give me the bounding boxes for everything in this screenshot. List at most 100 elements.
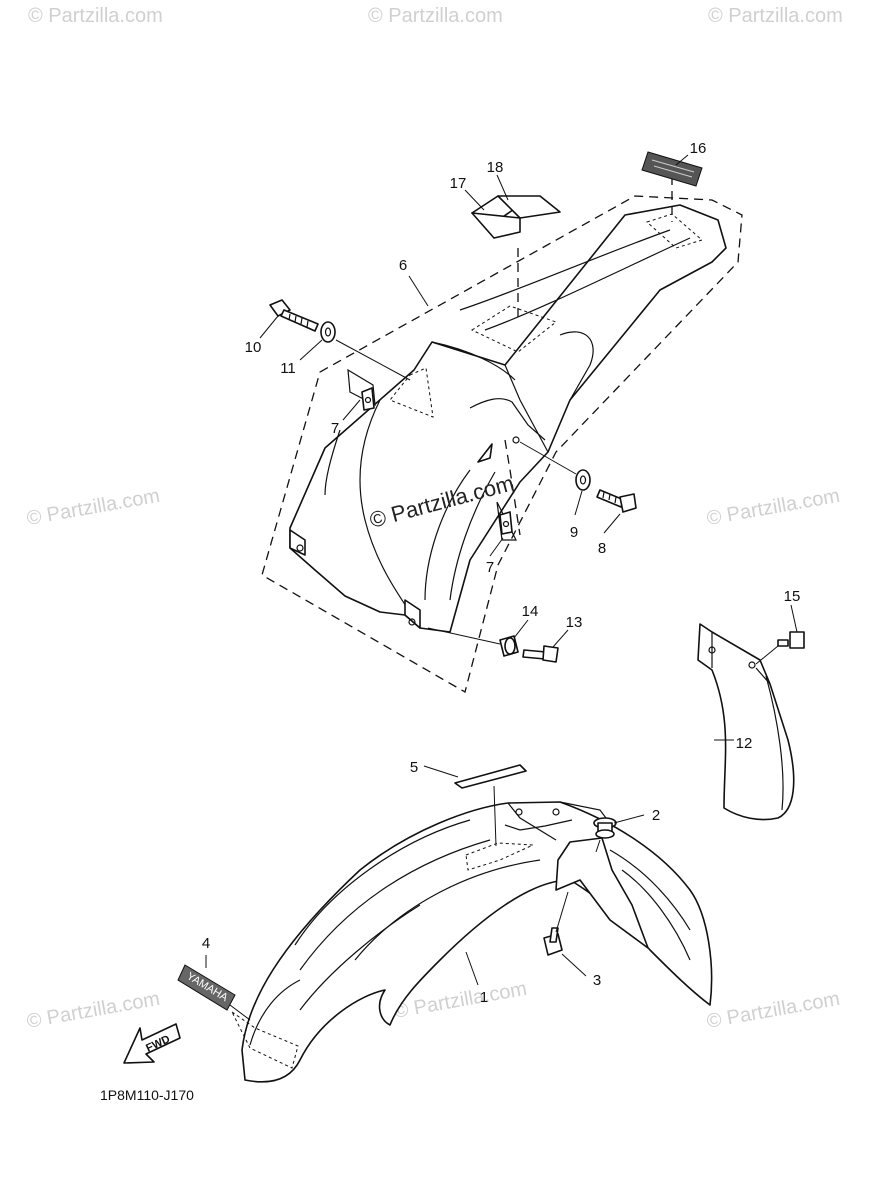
- mount-hole: [515, 808, 523, 816]
- callout-leader: [496, 174, 509, 201]
- screw-15: [777, 631, 805, 649]
- leader-line: [229, 1004, 251, 1021]
- callout-leader: [489, 537, 504, 557]
- rear-fender-assembly-outline: [261, 195, 743, 693]
- fender-contour: [621, 869, 691, 961]
- callout-15: 15: [784, 588, 801, 605]
- fender-contour: [469, 398, 546, 441]
- mount-hole: [408, 618, 416, 626]
- watermark: © Partzilla.com: [368, 5, 503, 27]
- fwd-arrow: FWD: [123, 1023, 181, 1064]
- clip-nut-7-lower: [496, 501, 517, 541]
- callout-2: 2: [652, 807, 660, 824]
- rear-fender: [289, 204, 727, 633]
- fender-contour: [504, 364, 549, 453]
- front-fender-bracket: [555, 837, 649, 949]
- fender-contour: [299, 904, 421, 1011]
- fender-vent: [477, 443, 493, 463]
- callout-4: 4: [202, 935, 210, 952]
- leader-line: [493, 785, 497, 847]
- watermark: © Partzilla.com: [25, 485, 162, 530]
- bolt-10: [269, 299, 319, 332]
- fender-contour: [354, 859, 541, 961]
- callout-14: 14: [522, 603, 539, 620]
- callout-7: 7: [486, 559, 494, 576]
- fender-contour: [507, 802, 557, 841]
- mount-hole: [512, 436, 520, 444]
- decal-16-yamaha: [641, 151, 703, 187]
- fender-contour: [609, 849, 691, 931]
- clip-nut-7-upper: [347, 368, 376, 411]
- callout-leader: [259, 315, 279, 339]
- callout-18: 18: [487, 159, 504, 176]
- fender-contour: [459, 229, 671, 311]
- callout-leader: [574, 490, 583, 516]
- fender-contour: [424, 469, 471, 601]
- fender-contour: [559, 331, 594, 401]
- callout-leader: [603, 513, 621, 534]
- callout-leader: [561, 953, 587, 977]
- callout-leader: [552, 629, 569, 648]
- callout-7: 7: [331, 420, 339, 437]
- callout-leader: [613, 814, 645, 824]
- mount-hole: [296, 544, 304, 552]
- decal-area: [231, 1011, 299, 1069]
- callout-1: 1: [480, 989, 488, 1006]
- callout-leader: [342, 399, 361, 421]
- callout-10: 10: [245, 339, 262, 356]
- callout-12: 12: [736, 735, 753, 752]
- fender-contour: [449, 471, 496, 601]
- bolt-3: [543, 927, 563, 956]
- watermark: © Partzilla.com: [708, 5, 843, 27]
- fender-contour: [359, 399, 411, 613]
- watermark: © Partzilla.com: [25, 988, 162, 1033]
- callout-leader: [675, 154, 689, 166]
- callout-17: 17: [450, 175, 467, 192]
- grommet-2: [593, 817, 617, 839]
- callout-leader: [299, 339, 323, 361]
- mud-flap: [697, 623, 795, 821]
- callout-leader: [790, 604, 798, 633]
- fender-tab: [289, 529, 306, 556]
- watermark: © Partzilla.com: [28, 5, 163, 27]
- drawing-code: 1P8M110-J170: [100, 1087, 194, 1103]
- callout-11: 11: [280, 360, 296, 377]
- decal-area: [389, 367, 434, 418]
- leader-line: [335, 339, 411, 381]
- fender-tab: [404, 599, 421, 629]
- leader-line: [519, 441, 577, 475]
- decal-5: [454, 764, 527, 789]
- leader-line: [427, 627, 501, 645]
- callout-5: 5: [410, 759, 418, 776]
- fender-contour: [294, 819, 471, 946]
- leader-line: [555, 891, 569, 933]
- callout-13: 13: [566, 614, 583, 631]
- callout-leader: [408, 275, 429, 307]
- callout-8: 8: [598, 540, 606, 557]
- fender-contour: [249, 979, 301, 1046]
- grommet-14: [499, 635, 519, 657]
- leader-dashed: [504, 439, 521, 536]
- mount-hole: [552, 808, 560, 816]
- decal-17-18: [471, 195, 561, 239]
- fender-contour: [504, 819, 573, 831]
- leader-line: [595, 839, 601, 853]
- callout-leader: [423, 765, 459, 778]
- fender-contour: [484, 237, 691, 331]
- callout-leader: [464, 189, 485, 211]
- rear-fender-group: [261, 176, 743, 693]
- watermark: © Partzilla.com: [705, 988, 842, 1033]
- decal-4-yamaha: YAMAHA: [177, 964, 236, 1011]
- callout-leader: [465, 951, 479, 986]
- callout-9: 9: [570, 524, 578, 541]
- callout-16: 16: [690, 140, 707, 157]
- washer-11: [320, 321, 336, 343]
- front-fender-group: YAMAHA: [177, 764, 713, 1083]
- leader-line: [755, 645, 779, 665]
- callout-6: 6: [399, 257, 407, 274]
- watermark: © Partzilla.com: [705, 485, 842, 530]
- callout-3: 3: [593, 972, 601, 989]
- washer-9: [575, 469, 591, 491]
